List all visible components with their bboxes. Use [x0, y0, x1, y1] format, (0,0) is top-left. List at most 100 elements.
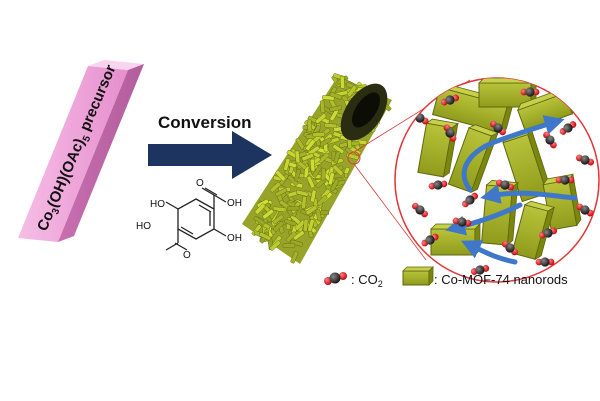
tube-nanorod — [324, 123, 337, 129]
legend-co2-label: : CO2 — [351, 272, 383, 289]
tube-nanorod — [296, 189, 309, 197]
tube-channel — [352, 92, 380, 128]
tube-nanorod — [315, 113, 327, 124]
tube-nanorod — [339, 76, 345, 89]
tube-nanorod — [269, 181, 281, 193]
tube-nanorod — [312, 132, 326, 138]
tube-nanorod — [284, 218, 297, 227]
tube-nanorod — [332, 144, 345, 154]
tube-nanorod — [285, 231, 297, 243]
tube-nanorod — [320, 167, 326, 181]
co2-molecule — [559, 121, 577, 135]
tube-nanorod — [294, 150, 301, 164]
tube-nanorod — [328, 172, 335, 186]
tube-nanorod — [305, 139, 316, 151]
benzene-ring — [177, 198, 215, 240]
tube-nanorod — [329, 105, 342, 112]
inset-nanorod — [478, 78, 537, 108]
tube-nanorod — [330, 178, 340, 191]
tube-nanorod — [275, 187, 288, 197]
conversion-arrow: Conversion — [148, 113, 272, 179]
linker-molecule — [165, 187, 227, 251]
tube-nanorod — [310, 189, 317, 203]
tube-nanorod — [272, 214, 284, 225]
co2-molecule — [502, 240, 518, 256]
linker-atom-ho-top: HO — [150, 199, 165, 210]
co2-molecule — [575, 154, 595, 166]
zoom-inset — [394, 77, 600, 283]
inset-co2-molecules — [411, 87, 595, 275]
tube-nanorod — [309, 158, 316, 172]
arrow-shape — [148, 131, 272, 179]
co2-molecule — [412, 202, 428, 218]
tube-nanorod — [269, 240, 281, 251]
tube-nanorod — [301, 196, 307, 209]
linker-atom-oh-right: OH — [227, 198, 242, 209]
legend-mof-label: : Co-MOF-74 nanorods — [434, 272, 568, 287]
precursor-top-face — [88, 60, 144, 70]
tube-nanorod — [332, 164, 344, 176]
co2-molecule — [462, 192, 478, 208]
flow-arrow-top — [461, 115, 565, 193]
co2-molecule — [520, 87, 540, 97]
mof-tube — [242, 73, 392, 264]
legend-mof-icon — [402, 266, 434, 286]
tube-nanorod — [306, 175, 315, 189]
tube-nanorod — [290, 239, 303, 247]
co2-molecule — [470, 265, 490, 275]
precursor-front-face — [18, 66, 128, 242]
tube-nanorod — [301, 153, 314, 162]
legend-co2-icon — [324, 272, 347, 285]
tube-nanorod — [286, 205, 300, 211]
co2-molecule — [543, 131, 557, 149]
tube-nanorod — [312, 165, 322, 178]
tube-nanorod — [307, 119, 313, 133]
tube-nanorod — [283, 158, 291, 171]
tube-nanorod — [305, 205, 318, 216]
tube-nanorod — [307, 219, 315, 232]
tube-nanorod — [319, 100, 326, 113]
co2-molecule — [538, 227, 558, 239]
legend: : CO2 : Co-MOF-74 nanorods — [324, 266, 568, 289]
linker-atom-o-top: O — [196, 178, 204, 189]
tube-nanorod — [262, 209, 274, 220]
tube-nanorod — [315, 208, 322, 222]
linker-atom-o-bottom: O — [183, 250, 191, 261]
co2-molecule — [421, 233, 439, 247]
co2-molecule — [452, 217, 472, 227]
tube-nanorod — [258, 232, 272, 241]
co2-molecule — [443, 124, 457, 142]
co2-molecule — [555, 175, 575, 185]
tube-nanorod — [316, 195, 328, 206]
tube-nanorod — [282, 243, 296, 248]
tube-nanorod — [293, 168, 301, 182]
linker-atom-ho-left: HO — [136, 221, 151, 232]
zoom-connector-bottom — [353, 163, 427, 261]
tube-nanorod — [290, 251, 299, 264]
tube-nanorod — [333, 150, 341, 164]
co2-molecule — [535, 257, 555, 267]
inset-nanorods — [417, 78, 582, 261]
co2-molecule — [495, 179, 515, 191]
tube-nanorod — [303, 218, 309, 232]
precursor-bar: Co3(OH)(OAc)5 precursor — [18, 60, 144, 242]
co2-molecule — [576, 203, 594, 217]
tube-nanorod — [315, 177, 327, 189]
flow-arrow-bottom — [460, 240, 518, 265]
tube-nanorod — [322, 95, 335, 101]
tube-nanorod — [318, 152, 330, 164]
tube-nanorod — [292, 230, 305, 241]
flow-arrow-middle — [480, 184, 578, 204]
tube-nanorod — [329, 91, 343, 100]
co2-molecule — [440, 94, 460, 106]
co2-molecule — [428, 180, 448, 190]
tube-nanorod — [253, 215, 266, 226]
tube-nanorod — [254, 203, 266, 215]
tube-nanorod — [346, 85, 357, 97]
tube-nanorod — [275, 170, 286, 182]
co2-molecule — [490, 120, 506, 136]
linker-atom-oh-bottom: OH — [227, 233, 242, 244]
conversion-label: Conversion — [158, 113, 252, 132]
tube-nanorod — [273, 221, 284, 232]
